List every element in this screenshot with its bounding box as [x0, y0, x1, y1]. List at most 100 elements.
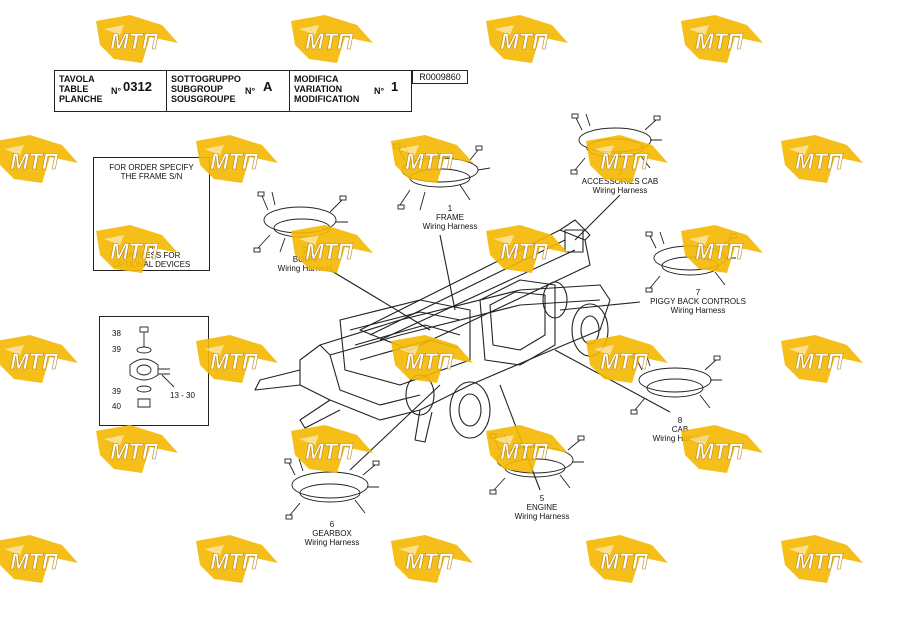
- mtp-logo: МТП: [681, 15, 763, 63]
- table-cell: TAVOLA TABLE PLANCHE N° 0312: [55, 71, 167, 111]
- mtp-logo: МТП: [781, 135, 863, 183]
- table-label-en: TABLE: [59, 84, 89, 94]
- mtp-logo: МТП: [96, 425, 178, 473]
- subgroup-no-label: N°: [245, 86, 256, 96]
- boom-harness-type: Wiring Harness: [277, 264, 333, 273]
- mtp-logo-text: МТП: [600, 349, 649, 374]
- optional-devices-line-2: OPTIONAL DEVICES: [112, 260, 191, 269]
- mtp-logo: МТП: [486, 15, 568, 63]
- mtp-logo-text: МТП: [110, 29, 159, 54]
- mtp-logo: МТП: [586, 135, 668, 183]
- mtp-logo-text: МТП: [795, 549, 844, 574]
- part-ref-38: 38: [112, 329, 121, 338]
- table-label-it: TAVOLA: [59, 74, 95, 84]
- table-label-fr: PLANCHE: [59, 94, 103, 104]
- engine-harness-type: Wiring Harness: [514, 512, 570, 521]
- optional-devices-line-1: HARNESS FOR: [122, 251, 181, 260]
- mtp-logo: МТП: [586, 335, 668, 383]
- mtp-logo: МТП: [0, 335, 78, 383]
- mtp-logo-text: МТП: [305, 239, 354, 264]
- mtp-logo: МТП: [0, 535, 78, 583]
- mtp-logo: МТП: [96, 15, 178, 63]
- frame-harness-label: 1 FRAME Wiring Harness: [410, 204, 490, 231]
- part-ref-39-top: 39: [112, 345, 121, 354]
- mtp-logo-text: МТП: [210, 349, 259, 374]
- gearbox-harness-number: 6: [329, 520, 335, 529]
- mtp-logo-text: МТП: [500, 29, 549, 54]
- mtp-logo-text: МТП: [210, 549, 259, 574]
- gearbox-harness-sketch: [284, 458, 380, 520]
- variation-no-label: N°: [374, 86, 385, 96]
- mtp-logo-text: МТП: [500, 439, 549, 464]
- table-number: 0312: [123, 79, 152, 94]
- frame-harness-type: Wiring Harness: [422, 222, 478, 231]
- subgroup-cell: SOTTOGRUPPO SUBGROUP SOUSGROUPE N° A: [167, 71, 290, 111]
- variation-cell: MODIFICA VARIATION MODIFICATION N° 1: [290, 71, 411, 111]
- part-ref-13-30: 13 - 30: [170, 391, 195, 400]
- mtp-logo: МТП: [0, 135, 78, 183]
- piggy-back-harness-type: Wiring Harness: [670, 306, 726, 315]
- mtp-logo-text: МТП: [10, 149, 59, 174]
- piggy-back-harness-label: 7 PIGGY BACK CONTROLS Wiring Harness: [642, 288, 754, 315]
- reference-code: R0009860: [412, 70, 468, 84]
- title-block: TAVOLA TABLE PLANCHE N° 0312 SOTTOGRUPPO…: [54, 70, 412, 112]
- part-ref-39-bottom: 39: [112, 387, 121, 396]
- subgroup-label-it: SOTTOGRUPPO: [171, 74, 241, 84]
- piggy-back-harness-number: 7: [695, 288, 701, 297]
- mtp-logo: МТП: [391, 535, 473, 583]
- mtp-logo-text: МТП: [405, 349, 454, 374]
- engine-harness-number: 5: [539, 494, 545, 503]
- subgroup-label-en: SUBGROUP: [171, 84, 224, 94]
- mtp-logo-text: МТП: [305, 439, 354, 464]
- piggy-back-harness-name: PIGGY BACK CONTROLS: [650, 297, 746, 306]
- mtp-logo-text: МТП: [500, 239, 549, 264]
- small-parts-inset: 38 39 39 40 13 - 30: [99, 316, 209, 426]
- mtp-logo-text: МТП: [795, 149, 844, 174]
- frame-note: FOR ORDER SPECIFY THE FRAME S/N: [94, 163, 209, 181]
- engine-harness-label: 5 ENGINE Wiring Harness: [502, 494, 582, 521]
- mtp-logo-text: МТП: [695, 439, 744, 464]
- mtp-logo-text: МТП: [405, 149, 454, 174]
- mtp-logo-text: МТП: [600, 149, 649, 174]
- mtp-logo: МТП: [681, 225, 763, 273]
- mtp-logo: МТП: [486, 225, 568, 273]
- mtp-logo-text: МТП: [405, 549, 454, 574]
- mtp-logo: МТП: [391, 335, 473, 383]
- mtp-logo-text: МТП: [695, 239, 744, 264]
- frame-note-line-1: FOR ORDER SPECIFY: [109, 163, 194, 172]
- accessories-cab-harness-name: ACCESSORIES CAB: [581, 177, 659, 186]
- mtp-logo: МТП: [196, 335, 278, 383]
- mtp-logo-text: МТП: [110, 439, 159, 464]
- variation-label-fr: MODIFICATION: [294, 94, 360, 104]
- mtp-logo: МТП: [291, 225, 373, 273]
- mtp-logo-text: МТП: [695, 29, 744, 54]
- cab-harness-label: 8 CAB Wiring Harness: [640, 416, 720, 443]
- frame-harness-number: 1: [447, 204, 453, 213]
- engine-harness-name: ENGINE: [526, 503, 558, 512]
- mtp-logo: МТП: [681, 425, 763, 473]
- cab-harness-type: Wiring Harness: [652, 434, 708, 443]
- mtp-logo: МТП: [586, 535, 668, 583]
- subgroup-value: A: [263, 79, 273, 94]
- mtp-logo: МТП: [391, 135, 473, 183]
- mtp-logo-text: МТП: [110, 239, 159, 264]
- mtp-logo: МТП: [196, 135, 278, 183]
- mtp-logo: МТП: [781, 535, 863, 583]
- subgroup-label-fr: SOUSGROUPE: [171, 94, 236, 104]
- mtp-logo-text: МТП: [305, 29, 354, 54]
- mtp-logo: МТП: [291, 15, 373, 63]
- mtp-logo-text: МТП: [10, 349, 59, 374]
- table-no-label: N°: [111, 86, 122, 96]
- mtp-logo-text: МТП: [210, 149, 259, 174]
- mtp-logo: МТП: [96, 225, 178, 273]
- mtp-logo-text: МТП: [795, 349, 844, 374]
- part-ref-40: 40: [112, 402, 121, 411]
- mtp-logo-text: МТП: [10, 549, 59, 574]
- mtp-logo: МТП: [781, 335, 863, 383]
- mtp-logo-text: МТП: [600, 549, 649, 574]
- mtp-logo: МТП: [486, 425, 568, 473]
- variation-label-en: VARIATION: [294, 84, 343, 94]
- accessories-cab-harness-type: Wiring Harness: [592, 186, 648, 195]
- variation-value: 1: [391, 79, 399, 94]
